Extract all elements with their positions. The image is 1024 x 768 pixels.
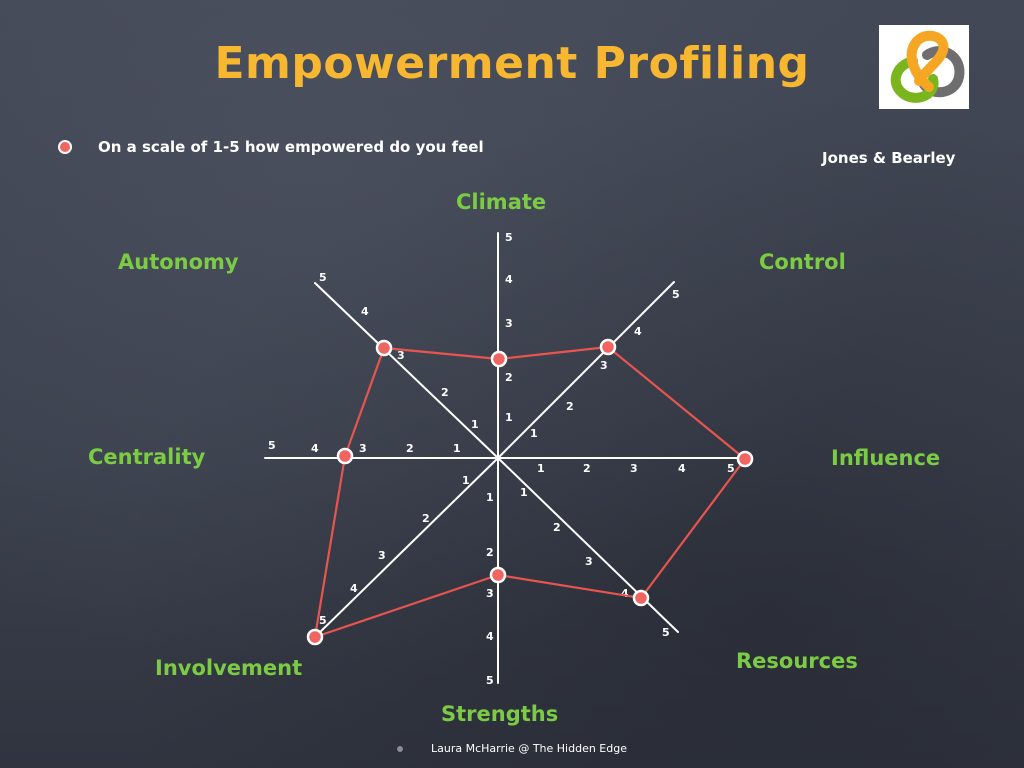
svg-text:2: 2 <box>553 521 561 534</box>
data-point-control <box>599 338 617 356</box>
axis-label-influence: Influence <box>831 446 941 470</box>
svg-text:5: 5 <box>505 231 513 244</box>
data-point-influence <box>736 450 754 468</box>
data-points <box>306 338 754 646</box>
data-point-resources <box>632 589 650 607</box>
axis-label-climate: Climate <box>456 190 547 214</box>
svg-text:1: 1 <box>453 442 461 455</box>
svg-text:3: 3 <box>486 587 494 600</box>
svg-text:2: 2 <box>422 512 430 525</box>
svg-text:3: 3 <box>397 349 405 362</box>
svg-text:2: 2 <box>486 546 494 559</box>
svg-text:5: 5 <box>662 626 670 639</box>
data-point-involvement <box>306 628 324 646</box>
axis-label-autonomy: Autonomy <box>118 250 239 274</box>
svg-text:3: 3 <box>359 442 367 455</box>
svg-text:4: 4 <box>621 587 629 600</box>
footer: Laura McHarrie @ The Hidden Edge <box>0 742 1024 755</box>
svg-text:4: 4 <box>505 273 513 286</box>
axis-resources <box>497 457 679 633</box>
legend-marker-icon <box>58 140 72 154</box>
data-point-climate <box>490 350 508 368</box>
axis-involvement <box>314 457 499 638</box>
axis-control <box>497 281 675 459</box>
svg-text:4: 4 <box>350 582 358 595</box>
svg-text:4: 4 <box>678 462 686 475</box>
axis-autonomy <box>314 282 499 459</box>
svg-text:4: 4 <box>486 630 494 643</box>
axis-label-control: Control <box>759 250 846 274</box>
axis-label-centrality: Centrality <box>88 445 206 469</box>
svg-text:1: 1 <box>486 491 494 504</box>
svg-text:5: 5 <box>268 439 276 452</box>
svg-text:1: 1 <box>530 427 538 440</box>
page-title: Empowerment Profiling <box>214 38 810 89</box>
svg-text:1: 1 <box>537 462 545 475</box>
svg-text:4: 4 <box>361 305 369 318</box>
data-point-centrality <box>336 447 354 465</box>
axis-label-involvement: Involvement <box>155 656 303 680</box>
svg-text:3: 3 <box>505 317 513 330</box>
axis-label-strengths: Strengths <box>441 702 559 726</box>
legend: On a scale of 1-5 how empowered do you f… <box>58 136 484 158</box>
svg-text:3: 3 <box>600 359 608 372</box>
svg-text:2: 2 <box>566 400 574 413</box>
data-point-strengths <box>489 566 507 584</box>
svg-text:5: 5 <box>727 462 735 475</box>
interlocking-rings-logo-icon <box>879 25 969 109</box>
svg-text:5: 5 <box>486 674 494 687</box>
svg-text:4: 4 <box>634 325 642 338</box>
svg-text:2: 2 <box>583 462 591 475</box>
svg-text:2: 2 <box>441 386 449 399</box>
svg-text:1: 1 <box>520 486 528 499</box>
svg-text:4: 4 <box>311 442 319 455</box>
svg-text:5: 5 <box>319 614 327 627</box>
legend-label: On a scale of 1-5 how empowered do you f… <box>98 138 484 156</box>
svg-text:5: 5 <box>319 271 327 284</box>
data-series-outline <box>313 345 747 639</box>
svg-text:1: 1 <box>505 411 513 424</box>
svg-text:5: 5 <box>672 288 680 301</box>
data-point-autonomy <box>375 339 393 357</box>
svg-text:2: 2 <box>406 442 414 455</box>
svg-text:3: 3 <box>378 549 386 562</box>
tick-labels: 1 2 3 4 5 1 2 3 4 5 1 2 3 4 5 1 2 3 4 5 … <box>268 231 735 687</box>
svg-text:1: 1 <box>462 474 470 487</box>
axis-label-resources: Resources <box>736 649 858 673</box>
svg-text:3: 3 <box>630 462 638 475</box>
svg-text:2: 2 <box>505 371 513 384</box>
footer-credit: Laura McHarrie @ The Hidden Edge <box>431 742 627 755</box>
svg-text:3: 3 <box>585 555 593 568</box>
attribution: Jones & Bearley <box>822 149 956 167</box>
svg-text:1: 1 <box>471 418 479 431</box>
footer-bullet-icon <box>397 746 403 752</box>
